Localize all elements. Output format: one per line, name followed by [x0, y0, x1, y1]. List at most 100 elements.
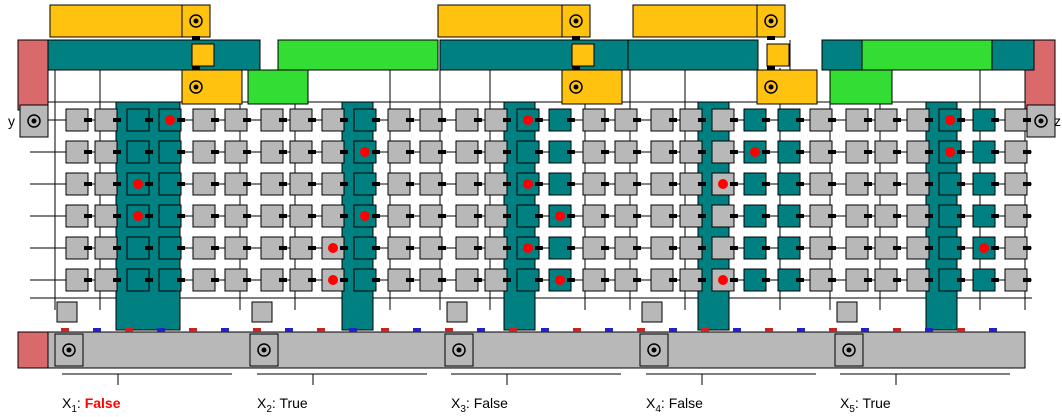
circled-dot-icon: [27, 114, 41, 128]
variable-separator: :: [272, 395, 280, 411]
bottom-left-terminal: [17, 331, 49, 369]
port: [991, 150, 999, 154]
port: [381, 328, 389, 332]
red-dot-icon: [555, 275, 565, 285]
port: [317, 328, 325, 332]
port: [633, 246, 641, 250]
port: [925, 182, 933, 186]
port: [573, 328, 581, 332]
port: [340, 214, 348, 218]
port: [669, 150, 677, 154]
red-dot-icon: [360, 147, 370, 157]
variable-label-5: X5: True: [840, 395, 891, 415]
rail-extension-green: [829, 69, 893, 105]
port: [372, 150, 380, 154]
port: [113, 118, 121, 122]
red-dot-icon: [555, 211, 565, 221]
port: [991, 118, 999, 122]
circled-dot-icon: [764, 14, 778, 28]
variable-separator: :: [661, 395, 669, 411]
port: [113, 214, 121, 218]
port: [541, 328, 549, 332]
circled-dot-icon: [647, 343, 661, 357]
red-dot-icon: [328, 243, 338, 253]
port: [211, 246, 219, 250]
port: [633, 214, 641, 218]
port: [828, 118, 836, 122]
port: [669, 328, 677, 332]
variable-index: 2: [266, 404, 272, 415]
port: [893, 278, 901, 282]
port: [474, 278, 482, 282]
port: [572, 36, 580, 40]
red-dot-icon: [718, 179, 728, 189]
port: [189, 328, 197, 332]
port: [113, 278, 121, 282]
port: [445, 328, 453, 332]
port: [535, 150, 543, 154]
port: [474, 118, 482, 122]
port: [535, 118, 543, 122]
port: [730, 182, 738, 186]
red-dot-icon: [750, 147, 760, 157]
port: [474, 214, 482, 218]
variable-index: 4: [655, 404, 661, 415]
port: [828, 278, 836, 282]
port: [308, 150, 316, 154]
red-dot-icon: [523, 179, 533, 189]
port: [535, 214, 543, 218]
circled-dot-center: [261, 347, 267, 353]
variable-value: False: [85, 395, 121, 411]
variable-index: 1: [71, 404, 77, 415]
port: [765, 328, 773, 332]
port: [145, 278, 153, 282]
port: [762, 118, 770, 122]
port: [669, 118, 677, 122]
port: [340, 118, 348, 122]
top-rail: [47, 39, 261, 71]
gray-cell: [641, 301, 663, 323]
port: [211, 118, 219, 122]
port: [730, 214, 738, 218]
variable-separator: :: [77, 395, 85, 411]
port: [957, 118, 965, 122]
port: [340, 246, 348, 250]
port: [211, 214, 219, 218]
port: [864, 214, 872, 218]
port: [730, 150, 738, 154]
port: [733, 328, 741, 332]
port: [145, 214, 153, 218]
variable-name: X: [257, 395, 267, 411]
block-layer: [17, 4, 1056, 369]
port: [669, 246, 677, 250]
port: [211, 150, 219, 154]
port: [438, 278, 446, 282]
port: [509, 328, 517, 332]
port: [84, 278, 92, 282]
circled-dot-center: [66, 347, 72, 353]
variable-label-3: X3: False: [451, 395, 508, 415]
variable-index: 3: [460, 404, 466, 415]
circled-dot-center: [768, 18, 774, 24]
port: [477, 328, 485, 332]
port: [957, 150, 965, 154]
port: [177, 246, 185, 250]
circled-dot-center: [846, 347, 852, 353]
gray-cell: [836, 301, 858, 323]
port: [601, 118, 609, 122]
port: [698, 214, 706, 218]
top-rail: [439, 39, 653, 71]
token-layer: [27, 14, 1048, 357]
port: [796, 182, 804, 186]
port: [145, 118, 153, 122]
port: [893, 118, 901, 122]
port: [957, 278, 965, 282]
port: [438, 150, 446, 154]
port: [1023, 182, 1031, 186]
rail-extension-green: [247, 69, 309, 105]
port: [762, 182, 770, 186]
top-rail-green: [861, 39, 993, 71]
port: [991, 182, 999, 186]
port: [535, 278, 543, 282]
